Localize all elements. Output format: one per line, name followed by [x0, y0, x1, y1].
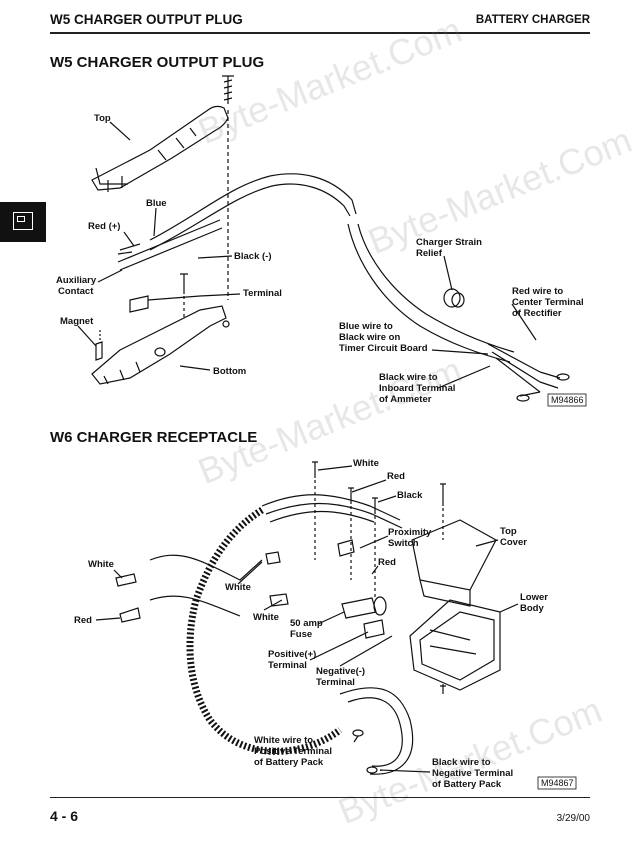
w6-receptacle-diagram [95, 461, 519, 775]
label-fuse-1: 50 amp [290, 618, 323, 629]
label-positive-2: Terminal [268, 660, 307, 671]
label-red-top: Red [387, 471, 405, 482]
label-red-wire-2: Center Terminal [512, 297, 584, 308]
label-red-wire-1: Red wire to [512, 286, 563, 297]
label-black-wire-1: Black wire to [379, 372, 438, 383]
label-white-wire-1: White wire to [254, 735, 313, 746]
label-red-wire-3: of Rectifier [512, 308, 562, 319]
w5-figure-id: M94866 [551, 395, 584, 405]
label-blue-wire-1: Blue wire to [339, 321, 393, 332]
label-positive-1: Positive(+) [268, 649, 316, 660]
label-red-plus: Red (+) [88, 221, 120, 232]
label-top: Top [94, 113, 111, 124]
w5-output-plug-diagram [77, 75, 570, 402]
label-white-top: White [353, 458, 379, 469]
label-black-wire-b-1: Black wire to [432, 757, 491, 768]
w5-figure-id-box [547, 393, 587, 407]
label-white-wire-2: Positive Terminal [254, 746, 332, 757]
label-white-lower: White [253, 612, 279, 623]
label-black-top: Black [397, 490, 423, 501]
label-black-minus: Black (-) [234, 251, 271, 262]
label-red-left: Red [74, 615, 92, 626]
w6-title: W6 CHARGER RECEPTACLE [50, 429, 258, 446]
header-rule [50, 32, 590, 34]
section-tab [0, 202, 46, 242]
w5-title: W5 CHARGER OUTPUT PLUG [50, 54, 265, 71]
label-contact: Contact [58, 286, 94, 297]
label-black-wire-2: Inboard Terminal [379, 383, 455, 394]
label-red-mid: Red [378, 557, 396, 568]
label-top-cover-2: Cover [500, 537, 527, 548]
label-fuse-2: Fuse [290, 629, 312, 640]
header-chapter-title: BATTERY CHARGER [475, 14, 590, 26]
label-bottom: Bottom [213, 366, 246, 377]
battery-charger-icon [13, 212, 33, 230]
label-negative-1: Negative(-) [316, 666, 365, 677]
label-lower-body-1: Lower [520, 592, 548, 603]
label-negative-2: Terminal [316, 677, 355, 688]
label-blue: Blue [146, 198, 167, 209]
page-number: 4 - 6 [50, 808, 79, 824]
revision-date: 3/29/00 [556, 813, 590, 824]
label-blue-wire-2: Black wire on [339, 332, 400, 343]
label-white-wire-3: of Battery Pack [254, 757, 324, 768]
w6-figure-id-box [537, 776, 577, 790]
label-top-cover-1: Top [500, 526, 517, 537]
label-terminal: Terminal [243, 288, 282, 299]
label-strain-1: Charger Strain [416, 237, 482, 248]
label-blue-wire-3: Timer Circuit Board [339, 343, 428, 354]
label-black-wire-b-2: Negative Terminal [432, 768, 513, 779]
label-white-left: White [88, 559, 114, 570]
label-black-wire-b-3: of Battery Pack [432, 779, 502, 790]
w6-figure-id: M94867 [541, 778, 574, 788]
header-section-title: W5 CHARGER OUTPUT PLUG [50, 12, 243, 27]
label-auxiliary: Auxiliary [56, 275, 97, 286]
label-lower-body-2: Body [520, 603, 544, 614]
label-black-wire-3: of Ammeter [379, 394, 432, 405]
label-magnet: Magnet [60, 316, 94, 327]
label-switch: Switch [388, 538, 419, 549]
footer-rule [50, 797, 590, 798]
label-strain-2: Relief [416, 248, 443, 259]
label-proximity: Proximity [388, 527, 432, 538]
label-white-mid: White [225, 582, 251, 593]
